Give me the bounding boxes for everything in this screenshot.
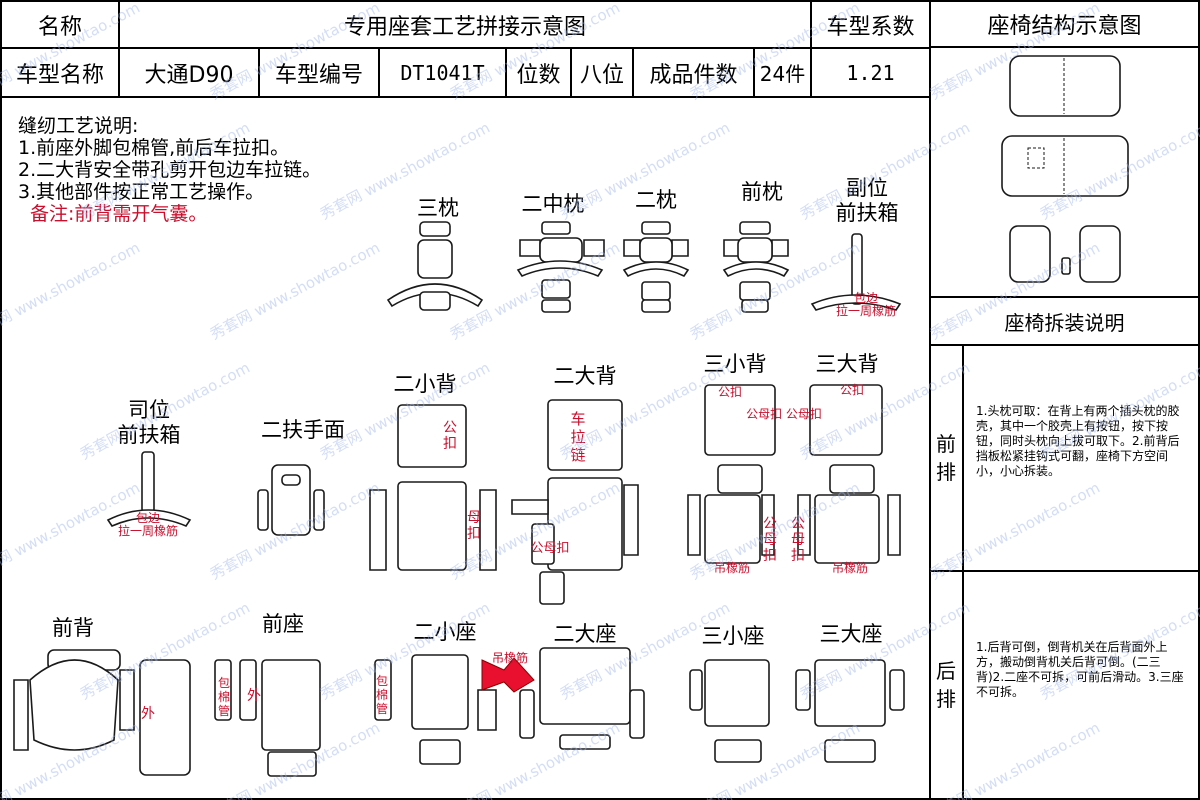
annotation-wai-1: 外 xyxy=(141,706,155,722)
part-label-san-xiao-zuo: 三小座 xyxy=(701,624,765,648)
coefficient-label: 车型系数 xyxy=(826,14,915,40)
annotation-bao-mian-guan-1: 包棉管 xyxy=(217,676,230,718)
seats-value: 八位 xyxy=(579,62,624,88)
front-row-instructions: 1.头枕可取：在背上有两个插头枕的胶壳，其中一个胶壳上有按钮，按下按钮，同时头枕… xyxy=(976,404,1180,478)
annotation-bao-bian-right: 包边 拉一周橡筋 xyxy=(835,291,896,318)
model-name-label: 车型名称 xyxy=(15,62,104,88)
part-label-er-zhen: 二枕 xyxy=(635,188,677,212)
structure-title: 座椅结构示意图 xyxy=(987,14,1142,39)
notes-remark: 备注:前背需开气囊。 xyxy=(30,203,208,225)
annotation-diao-xiang-jin-1: 吊橡筋 xyxy=(713,561,750,575)
annotation-bao-bian-left: 包边 拉一周橡筋 xyxy=(117,511,178,538)
pieces-label: 成品件数 xyxy=(649,62,738,88)
annotation-gong-mu-kou-3: 公母扣 公母扣 xyxy=(746,407,822,421)
coefficient-value: 1.21 xyxy=(846,60,895,85)
annotation-gong-kou-3b: 公扣 xyxy=(839,383,864,397)
sewing-notes: 缝纫工艺说明:1.前座外脚包棉管,前后车拉扣。2.二大背安全带孔剪开包边车拉链。… xyxy=(18,115,321,225)
part-label-er-da-bei: 二大背 xyxy=(553,364,617,388)
annotation-diao-xiang-jin-2: 吊橡筋 xyxy=(831,561,868,575)
part-label-san-da-bei: 三大背 xyxy=(815,352,879,376)
part-label-san-da-zuo: 三大座 xyxy=(819,622,883,646)
note-item-2: 2.二大背安全带孔剪开包边车拉链。 xyxy=(18,159,322,181)
annotation-gong-mu-kou: 公母扣 xyxy=(530,541,570,556)
part-label-er-da-zuo: 二大座 xyxy=(553,622,617,646)
part-label-qian-zuo: 前座 xyxy=(262,612,304,636)
note-item-1: 1.前座外脚包棉管,前后车拉扣。 xyxy=(18,137,290,159)
pattern-drawings xyxy=(13,221,905,777)
annotation-gong-kou-3: 公扣 xyxy=(717,385,742,399)
annotation-wai-2: 外 xyxy=(247,688,261,704)
annotation-gong-mu-kou-v1: 公母扣 xyxy=(763,516,777,564)
seat-structure-diagram xyxy=(1001,55,1129,283)
annotation-che-la-lian: 车拉链 xyxy=(570,410,586,464)
model-name: 大通D90 xyxy=(144,62,234,88)
part-label-qian-zhen: 前枕 xyxy=(741,180,783,204)
notes-heading: 缝纫工艺说明: xyxy=(18,115,139,137)
pieces-value: 24件 xyxy=(759,62,806,86)
annotation-gong-kou: 公扣 xyxy=(443,420,457,452)
note-item-3: 3.其他部件按正常工艺操作。 xyxy=(18,181,265,203)
name-label: 名称 xyxy=(37,14,82,40)
part-label-san-xiao-bei: 三小背 xyxy=(703,352,767,376)
model-code: DT1041T xyxy=(400,60,485,85)
part-label-si-wei: 司位 前扶箱 xyxy=(117,398,181,447)
annotation-mu-kou: 母扣 xyxy=(467,510,481,542)
part-label-er-xiao-zuo: 二小座 xyxy=(413,620,477,644)
annotation-diao-xiang-jin-3: 吊橡筋 xyxy=(491,651,528,665)
seats-label: 位数 xyxy=(516,62,561,88)
part-label-fu-wei: 副位 前扶箱 xyxy=(835,176,899,225)
front-row-label: 前排 xyxy=(936,432,956,484)
disassembly-title: 座椅拆装说明 xyxy=(1004,310,1125,335)
rear-row-instructions: 1.后背可倒，倒背机关在后背面外上方，搬动倒背机关后背可倒。(二三背)2.二座不… xyxy=(976,640,1184,699)
page-title: 专用座套工艺拼接示意图 xyxy=(343,14,586,40)
rear-row-label: 后排 xyxy=(936,659,956,711)
annotation-bao-mian-guan-2: 包棉管 xyxy=(375,674,388,716)
part-label-san-zhen: 三枕 xyxy=(417,196,459,220)
part-label-er-zhong-zhen: 二中枕 xyxy=(521,192,585,216)
part-label-qian-bei: 前背 xyxy=(52,616,94,640)
annotation-gong-mu-kou-v2: 公母扣 xyxy=(791,516,805,564)
part-label-er-xiao-bei: 二小背 xyxy=(393,372,457,396)
part-label-er-fushou: 二扶手面 xyxy=(261,418,345,442)
model-code-label: 车型编号 xyxy=(274,62,363,88)
